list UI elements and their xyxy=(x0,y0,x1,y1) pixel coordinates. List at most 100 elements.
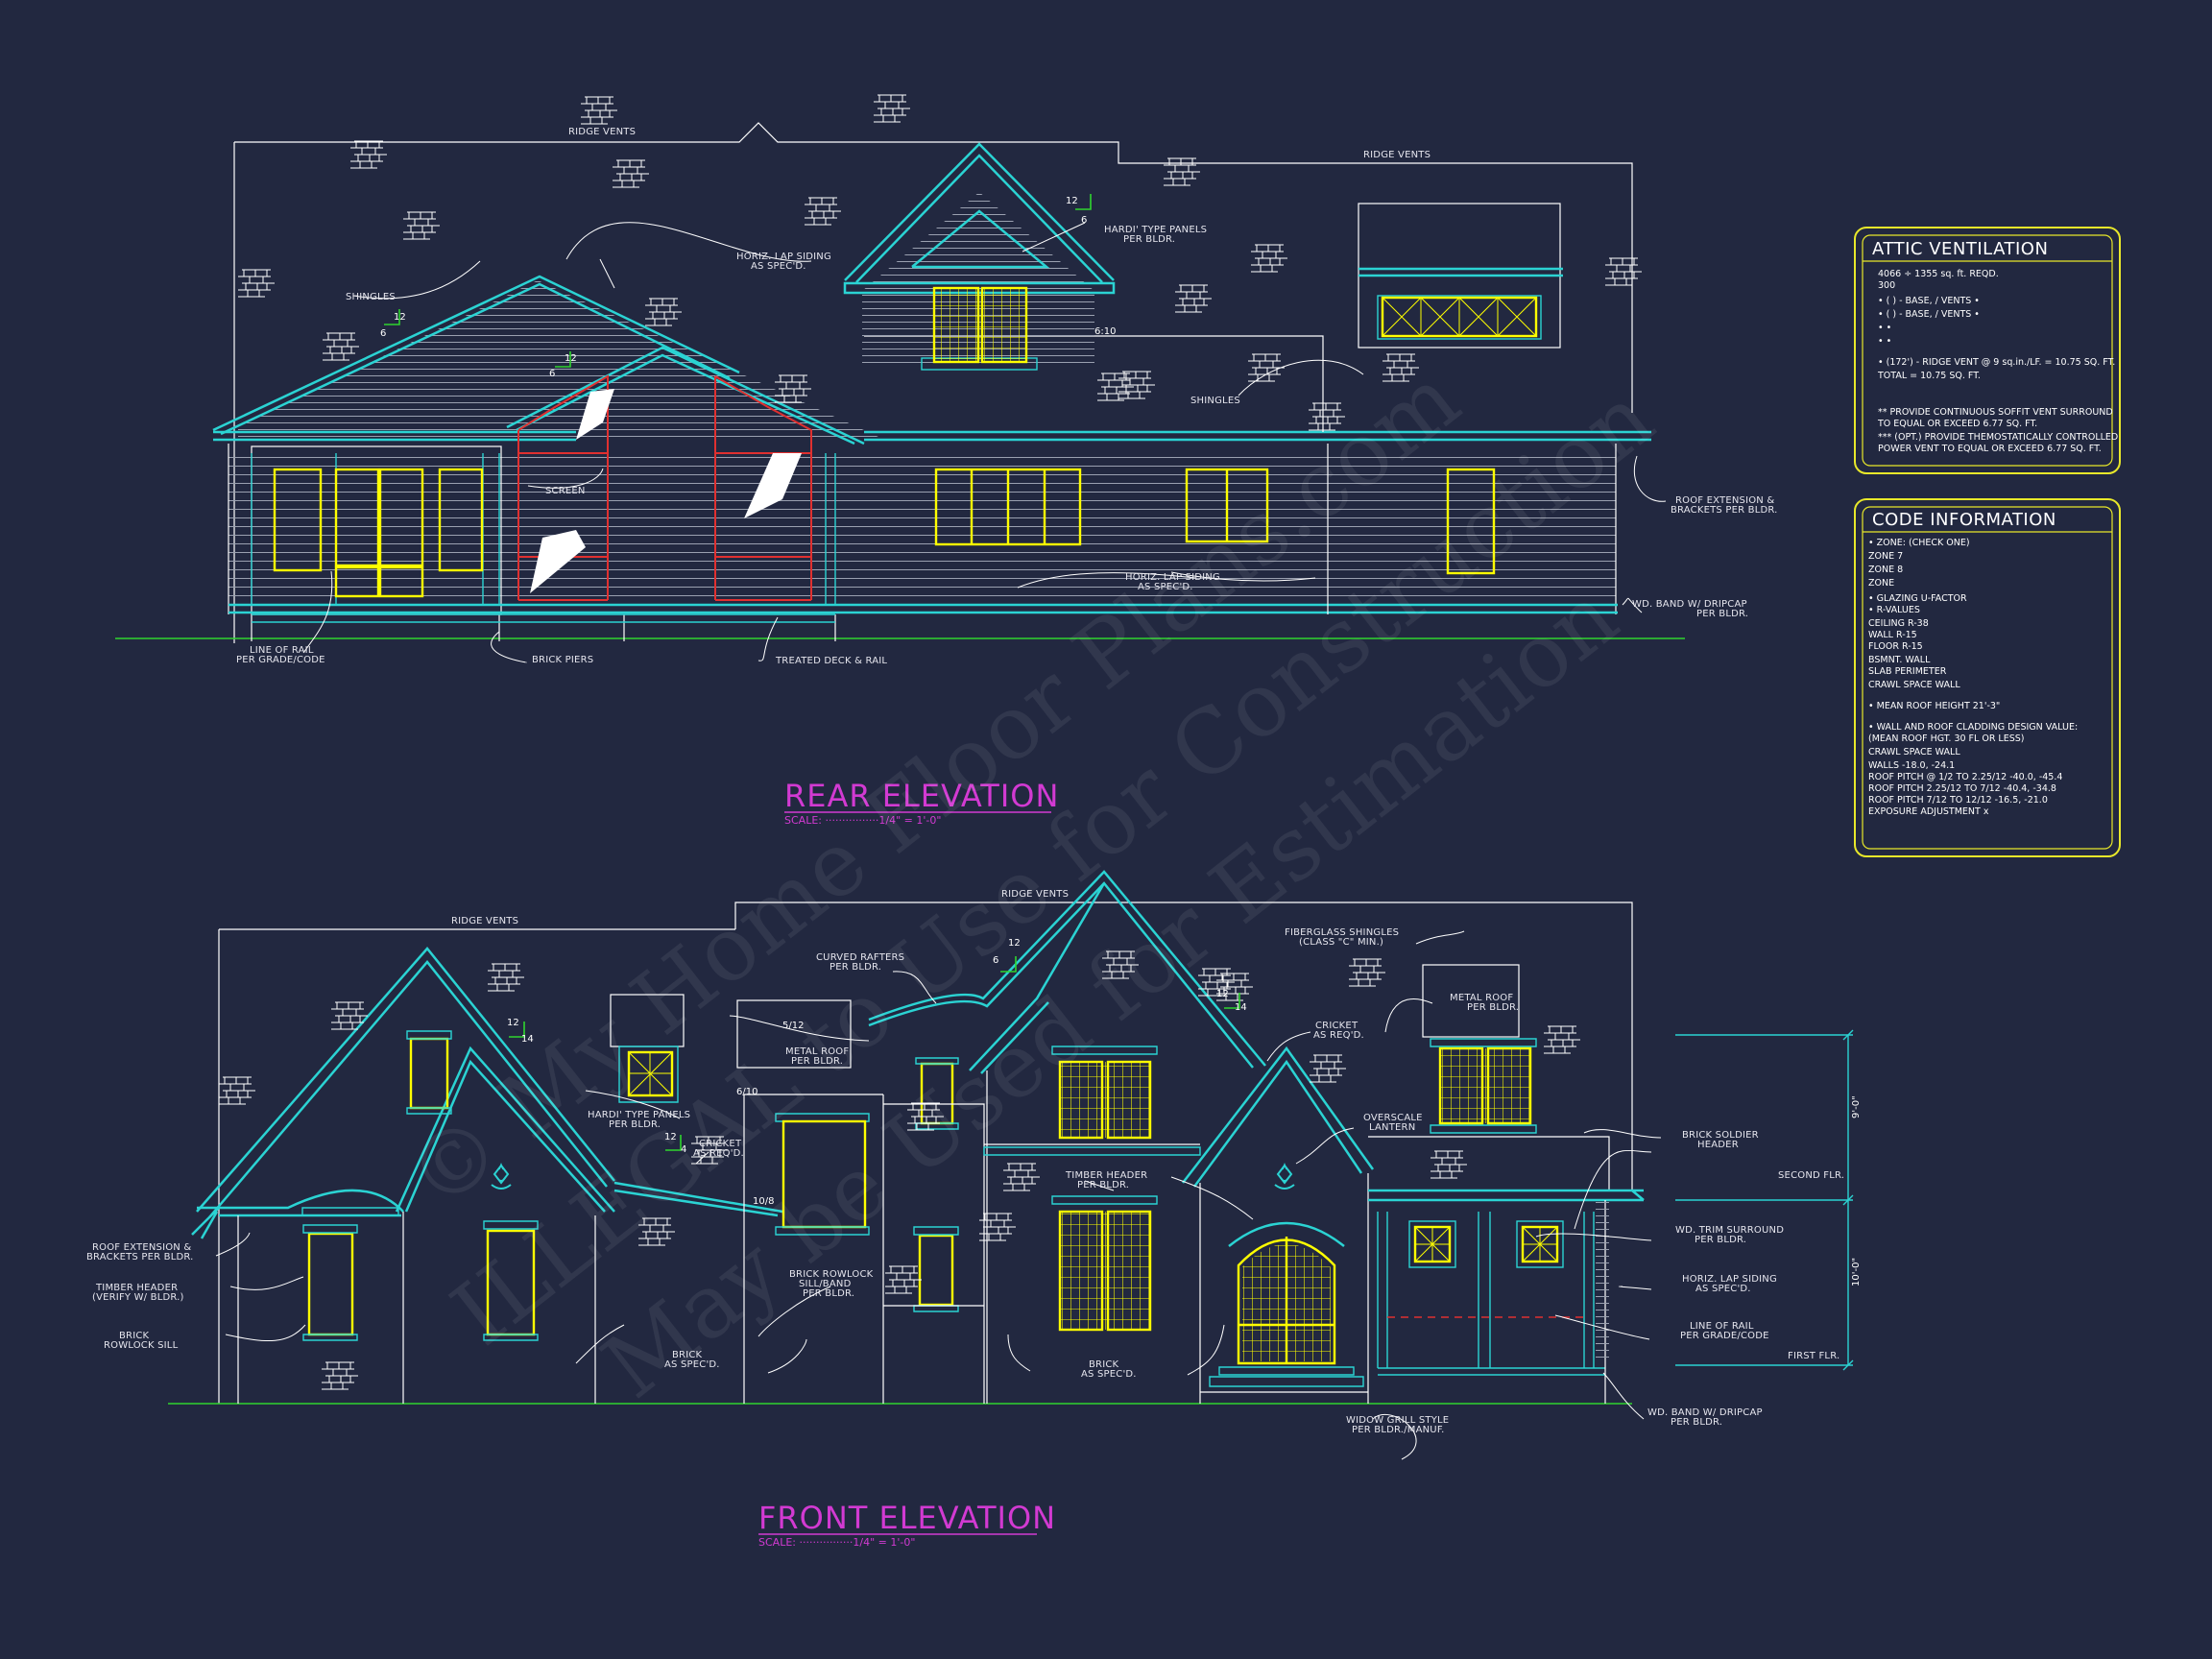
rear-window-1 xyxy=(273,468,323,572)
attic-line: • • xyxy=(1878,336,1891,347)
front-dimension-ticks xyxy=(1842,1029,1854,1371)
front-label-rail-2: PER GRADE/CODE xyxy=(1680,1331,1769,1341)
front-window-4-trim xyxy=(915,1057,959,1130)
code-line: CEILING R-38 xyxy=(1868,618,1929,629)
front-elevation-title: FRONT ELEVATION xyxy=(758,1500,1056,1536)
front-label-hardi-1: HARDI' TYPE PANELS xyxy=(588,1110,690,1120)
rear-eave-line xyxy=(213,430,1651,442)
front-label-metal-roof-left-1: METAL ROOF xyxy=(785,1046,849,1057)
front-window-2-trim xyxy=(483,1220,539,1341)
front-center-lower-window-right xyxy=(1106,1210,1152,1332)
attic-line: • ( ) - BASE, / VENTS • xyxy=(1878,296,1980,306)
rear-dormer-siding xyxy=(862,192,1094,365)
front-label-brick-left-1: BRICK xyxy=(672,1350,703,1360)
rear-dormer-roof xyxy=(844,142,1115,283)
rear-brick-hatch xyxy=(804,197,842,226)
rear-pitch-rise-2: 12 xyxy=(565,353,577,364)
front-brick-hatch xyxy=(884,1265,923,1294)
attic-line: 4066 ÷ 1355 sq. ft. REQD. xyxy=(1878,269,1999,279)
rear-label-wd-band-1: WD. BAND W/ DRIPCAP xyxy=(1632,599,1747,610)
front-label-wd-band-2: PER BLDR. xyxy=(1671,1417,1722,1428)
code-line: FLOOR R-15 xyxy=(1868,641,1923,652)
attic-line: • • xyxy=(1878,323,1891,333)
rear-brick-hatch xyxy=(1604,257,1643,286)
front-pitch-rise-2: 12 xyxy=(1008,938,1021,949)
rear-label-roof-ext-1: ROOF EXTENSION & xyxy=(1675,495,1774,506)
front-pitch-ratio-3: 10/8 xyxy=(753,1196,774,1207)
front-label-timber-left-2: (VERIFY W/ BLDR.) xyxy=(92,1292,184,1303)
front-center-upper-windows xyxy=(1058,1060,1152,1140)
code-line: ROOF PITCH 2.25/12 TO 7/12 -40.4, -34.8 xyxy=(1868,783,2056,794)
code-line: SLAB PERIMETER xyxy=(1868,666,1947,677)
front-right-upper-window-grid xyxy=(1440,1048,1530,1123)
front-main-gable-inner xyxy=(969,882,1106,1074)
front-right-upper-windows xyxy=(1438,1046,1532,1125)
rear-brick-hatch xyxy=(402,211,441,240)
rear-brick-hatch xyxy=(322,332,360,361)
front-gable-window-trim xyxy=(406,1030,452,1115)
front-brick-band xyxy=(983,1146,1201,1156)
rear-dormer-windows xyxy=(932,286,1028,364)
front-dimension-lines xyxy=(1675,1034,1853,1366)
front-label-curved-rafters-1: CURVED RAFTERS xyxy=(816,952,904,963)
rear-label-wd-band-2: PER BLDR. xyxy=(1696,609,1748,619)
front-porch-window-1-frame xyxy=(1408,1220,1456,1268)
front-label-lantern-2: LANTERN xyxy=(1369,1122,1415,1133)
front-pitch-ratio-1: 5/12 xyxy=(782,1021,804,1031)
rear-brick-piers xyxy=(251,614,836,641)
attic-box-inner xyxy=(1862,234,2113,467)
front-window-1 xyxy=(307,1232,354,1336)
front-cricket-roof xyxy=(613,1181,783,1217)
front-label-siding-2: AS SPEC'D. xyxy=(1695,1284,1751,1294)
rear-clerestory-muntins xyxy=(1382,297,1537,337)
rear-screen-left xyxy=(517,374,609,601)
rear-wall-siding xyxy=(228,451,1616,605)
front-label-ridge-vents-1: RIDGE VENTS xyxy=(451,916,518,926)
front-window-3-sill xyxy=(775,1226,870,1236)
rear-label-screen: SCREEN xyxy=(545,486,586,496)
front-label-brick-center-1: BRICK xyxy=(1089,1359,1119,1370)
rear-pitch-run-3: 6 xyxy=(1081,215,1087,226)
rear-label-shingles-right: SHINGLES xyxy=(1190,396,1240,406)
front-pitch-run-3: 14 xyxy=(1235,1002,1247,1013)
front-center-lower-head xyxy=(1051,1195,1158,1205)
rear-label-rail-2: PER GRADE/CODE xyxy=(236,655,325,665)
rear-screen-porch xyxy=(517,374,812,601)
front-pitch-run-2: 6 xyxy=(993,955,998,966)
front-label-rail-1: LINE OF RAIL xyxy=(1690,1321,1754,1332)
front-label-shingles-2: (CLASS "C" MIN.) xyxy=(1299,937,1383,948)
front-left-windows xyxy=(302,1030,674,1341)
attic-line: *** (OPT.) PROVIDE THEMOSTATICALLY CONTR… xyxy=(1878,432,2118,443)
front-bay-window-head xyxy=(775,1113,870,1122)
attic-line: TO EQUAL OR EXCEED 6.77 SQ. FT. xyxy=(1877,419,2037,429)
front-left-gable-roof xyxy=(196,947,615,1218)
code-line: • WALL AND ROOF CLADDING DESIGN VALUE: xyxy=(1868,722,2078,733)
front-label-metal-roof-left-2: PER BLDR. xyxy=(791,1056,843,1067)
front-porch-columns xyxy=(1377,1212,1605,1376)
rear-label-siding-bottom-1: HORIZ. LAP SIDING xyxy=(1125,572,1220,583)
rear-window-3-mullions xyxy=(970,469,1046,544)
front-window-1-trim xyxy=(302,1224,358,1341)
front-label-roof-ext-2: BRACKETS PER BLDR. xyxy=(86,1252,194,1262)
rear-elevation-drawing: 12 6 12 6 12 6 6:10 RIDGE VENTS RIDGE VE… xyxy=(115,94,1777,827)
front-pitch-run-4: 4 xyxy=(681,1144,686,1155)
front-center-upper-window-right xyxy=(1106,1060,1152,1140)
rear-screen-right xyxy=(714,375,812,601)
front-metal-roof-left xyxy=(736,999,852,1069)
front-window-5 xyxy=(918,1234,954,1307)
rear-brick-hatch xyxy=(1163,157,1201,186)
front-center-upper-window-grid xyxy=(1060,1062,1150,1138)
rear-wall-ends xyxy=(228,444,1617,614)
front-brick-hatch xyxy=(1002,1163,1041,1191)
front-porch-windows xyxy=(1408,1220,1564,1268)
code-line: • MEAN ROOF HEIGHT 21'-3" xyxy=(1868,701,2000,711)
code-line: BSMNT. WALL xyxy=(1868,655,1931,665)
attic-box-outer xyxy=(1854,227,2121,474)
front-brick-hatch xyxy=(321,1361,359,1390)
rear-brick-hatch xyxy=(580,96,618,125)
code-information-box: CODE INFORMATION • ZONE: (CHECK ONE) ZON… xyxy=(1854,498,2121,857)
front-entry-door-frame xyxy=(1237,1238,1336,1365)
front-center-lower-window-left xyxy=(1058,1210,1104,1332)
front-label-rowlock-band-1: BRICK ROWLOCK xyxy=(789,1269,874,1280)
